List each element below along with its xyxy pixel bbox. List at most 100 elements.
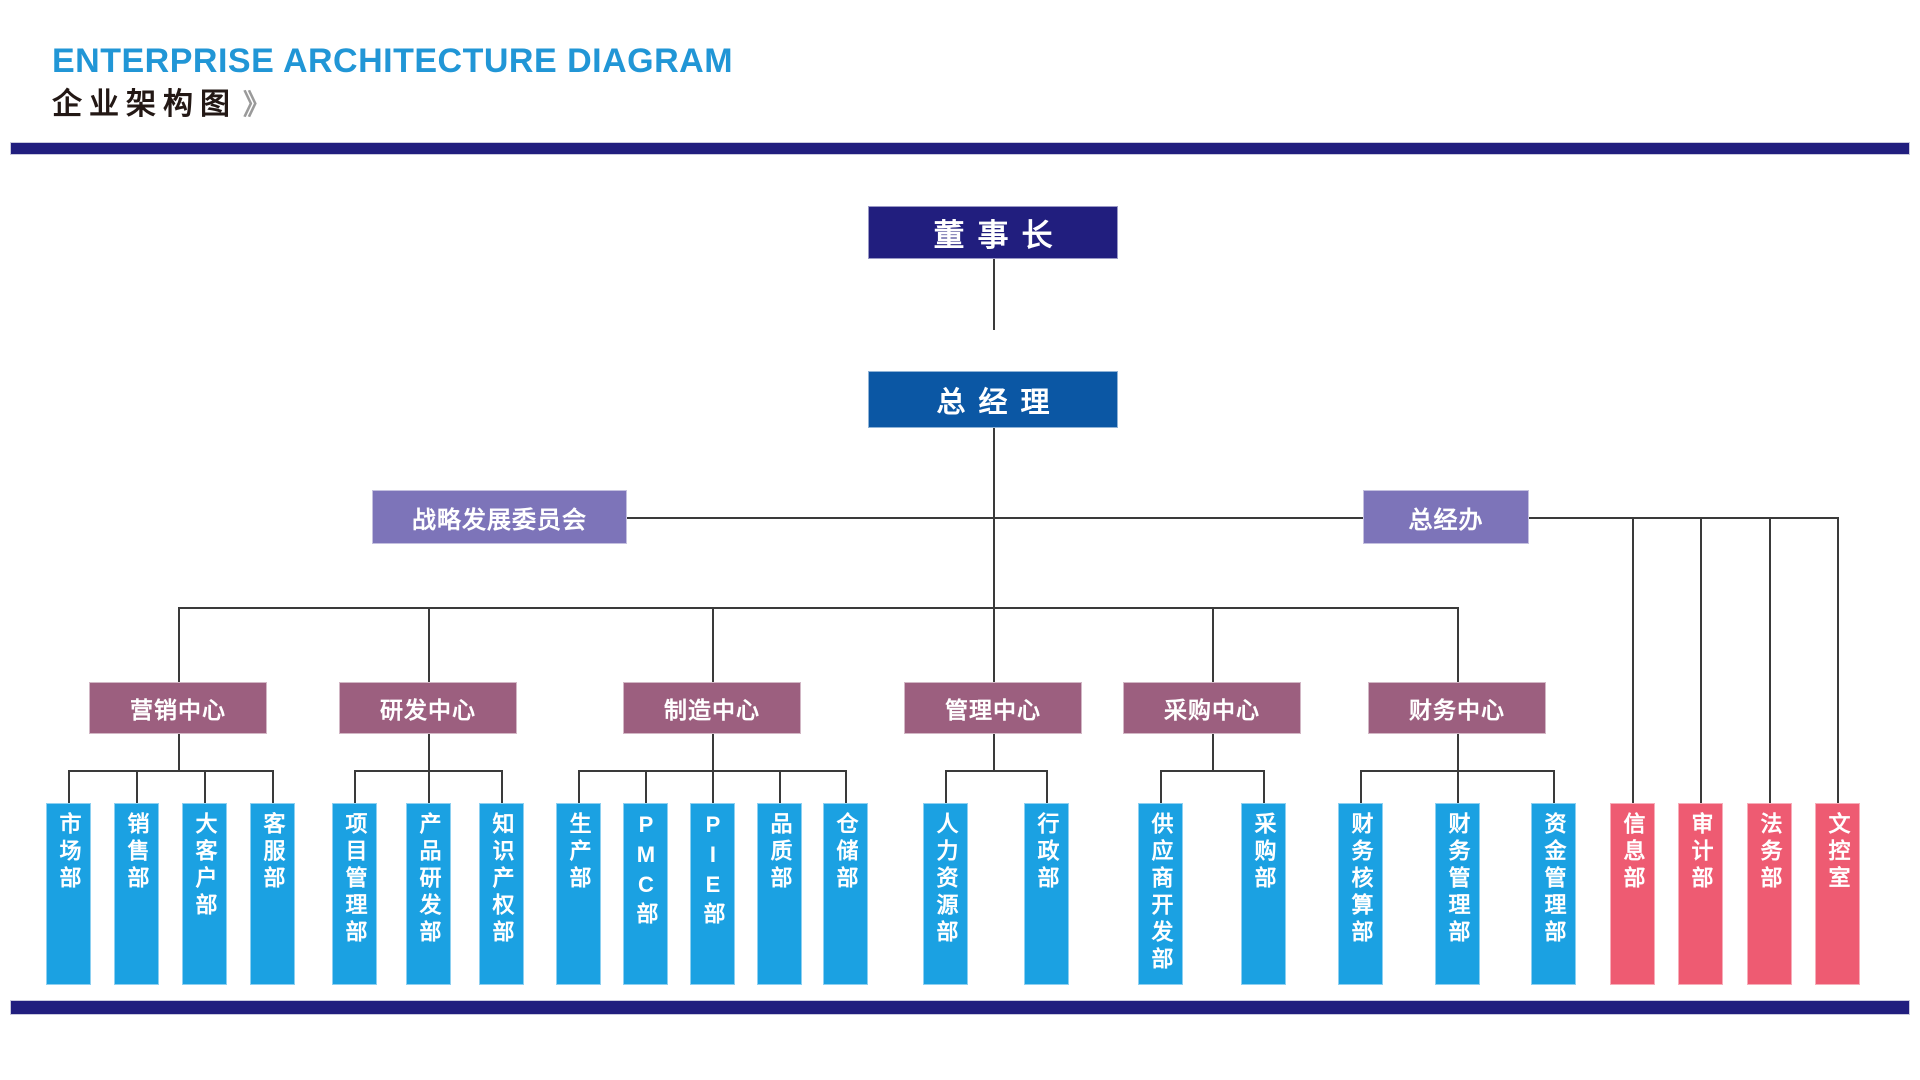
node-dept-customer-service-label: 客服部 <box>260 812 286 893</box>
drop-audit <box>1700 517 1702 804</box>
node-dept-pie[interactable]: PIE部 <box>690 803 735 985</box>
node-dept-market-label: 市场部 <box>56 812 82 893</box>
spine-management-depts <box>945 770 1047 772</box>
connector-management-stub <box>993 734 995 771</box>
node-dept-doc-control[interactable]: 文控室 <box>1815 803 1860 985</box>
page-header: ENTERPRISE ARCHITECTURE DIAGRAM 企业架构图 》 <box>52 42 734 122</box>
drop-hr <box>945 770 947 804</box>
drop-production <box>578 770 580 804</box>
node-dept-admin[interactable]: 行政部 <box>1024 803 1069 985</box>
node-dept-pmc[interactable]: PMC部 <box>623 803 668 985</box>
drop-quality <box>779 770 781 804</box>
node-dept-procurement[interactable]: 采购部 <box>1241 803 1286 985</box>
node-dept-sales[interactable]: 销售部 <box>114 803 159 985</box>
connector-center-rd <box>428 607 430 682</box>
node-dept-project-management[interactable]: 项目管理部 <box>332 803 377 985</box>
drop-pie <box>712 770 714 804</box>
drop-fin-management <box>1457 770 1459 804</box>
node-center-marketing-label: 营销中心 <box>130 697 226 723</box>
node-dept-information-label: 信息部 <box>1620 812 1646 893</box>
connector-center-manufacturing <box>712 607 714 682</box>
node-dept-hr-label: 人力资源部 <box>933 812 959 947</box>
drop-customer-service <box>272 770 274 804</box>
node-center-rd-label: 研发中心 <box>380 697 476 723</box>
connector-marketing-stub <box>178 734 180 771</box>
drop-legal <box>1769 517 1771 804</box>
node-dept-procurement-label: 采购部 <box>1251 812 1277 893</box>
drop-accounting <box>1360 770 1362 804</box>
node-dept-audit-label: 审计部 <box>1688 812 1714 893</box>
drop-procurement <box>1263 770 1265 804</box>
drop-pmc <box>645 770 647 804</box>
connector-committee-spine <box>627 517 1838 519</box>
connector-center-management <box>993 607 995 682</box>
node-dept-quality[interactable]: 品质部 <box>757 803 802 985</box>
node-gm-office-label: 总经办 <box>1408 506 1484 534</box>
node-dept-supplier-dev-label: 供应商开发部 <box>1148 812 1174 974</box>
node-dept-pmc-label: PMC部 <box>633 812 659 929</box>
node-dept-product-rd[interactable]: 产品研发部 <box>406 803 451 985</box>
node-dept-information[interactable]: 信息部 <box>1610 803 1655 985</box>
node-strategy-committee[interactable]: 战略发展委员会 <box>372 490 627 544</box>
connector-centers-spine <box>178 607 1458 609</box>
node-dept-product-rd-label: 产品研发部 <box>416 812 442 947</box>
connector-purchasing-stub <box>1212 734 1214 771</box>
drop-market <box>68 770 70 804</box>
spine-marketing-depts <box>68 770 273 772</box>
node-center-marketing[interactable]: 营销中心 <box>89 682 267 734</box>
node-center-finance[interactable]: 财务中心 <box>1368 682 1546 734</box>
node-dept-customer-service[interactable]: 客服部 <box>250 803 295 985</box>
node-strategy-committee-label: 战略发展委员会 <box>412 506 587 534</box>
node-dept-sales-label: 销售部 <box>124 812 150 893</box>
node-dept-key-account[interactable]: 大客户部 <box>182 803 227 985</box>
node-dept-hr[interactable]: 人力资源部 <box>923 803 968 985</box>
node-dept-audit[interactable]: 审计部 <box>1678 803 1723 985</box>
connector-center-marketing <box>178 607 180 682</box>
connector-rd-stub <box>428 734 430 771</box>
drop-information <box>1632 517 1634 804</box>
node-dept-accounting-label: 财务核算部 <box>1348 812 1374 947</box>
node-dept-production[interactable]: 生产部 <box>556 803 601 985</box>
node-dept-legal-label: 法务部 <box>1757 812 1783 893</box>
node-dept-quality-label: 品质部 <box>767 812 793 893</box>
node-dept-fund-management[interactable]: 资金管理部 <box>1531 803 1576 985</box>
node-gm-office[interactable]: 总经办 <box>1363 490 1529 544</box>
node-dept-key-account-label: 大客户部 <box>192 812 218 920</box>
node-general-manager[interactable]: 总经理 <box>868 371 1118 428</box>
footer-divider-bar <box>10 1000 1910 1015</box>
connector-finance-stub <box>1457 734 1459 771</box>
node-dept-warehouse[interactable]: 仓储部 <box>823 803 868 985</box>
node-dept-accounting[interactable]: 财务核算部 <box>1338 803 1383 985</box>
node-dept-pie-label: PIE部 <box>700 812 726 929</box>
node-center-purchasing-label: 采购中心 <box>1164 697 1260 723</box>
node-dept-ip[interactable]: 知识产权部 <box>479 803 524 985</box>
node-center-finance-label: 财务中心 <box>1409 697 1505 723</box>
node-center-purchasing[interactable]: 采购中心 <box>1123 682 1301 734</box>
chevron-double-right-icon: 》 <box>243 88 272 120</box>
node-dept-admin-label: 行政部 <box>1034 812 1060 893</box>
title-chinese: 企业架构图 <box>52 88 237 122</box>
node-chairman[interactable]: 董事长 <box>868 206 1118 259</box>
drop-ip <box>501 770 503 804</box>
drop-warehouse <box>845 770 847 804</box>
connector-gm-to-centers <box>993 517 995 609</box>
drop-doc-control <box>1837 517 1839 804</box>
drop-project-management <box>354 770 356 804</box>
node-center-management[interactable]: 管理中心 <box>904 682 1082 734</box>
node-dept-fin-management[interactable]: 财务管理部 <box>1435 803 1480 985</box>
drop-supplier-dev <box>1160 770 1162 804</box>
header-divider-bar <box>10 142 1910 155</box>
node-dept-supplier-dev[interactable]: 供应商开发部 <box>1138 803 1183 985</box>
node-dept-legal[interactable]: 法务部 <box>1747 803 1792 985</box>
drop-fund-management <box>1553 770 1555 804</box>
title-english: ENTERPRISE ARCHITECTURE DIAGRAM <box>52 42 734 80</box>
node-dept-market[interactable]: 市场部 <box>46 803 91 985</box>
node-center-rd[interactable]: 研发中心 <box>339 682 517 734</box>
node-dept-production-label: 生产部 <box>566 812 592 893</box>
node-chairman-label: 董事长 <box>933 218 1066 253</box>
spine-purchasing-depts <box>1160 770 1264 772</box>
node-center-manufacturing[interactable]: 制造中心 <box>623 682 801 734</box>
drop-admin <box>1046 770 1048 804</box>
node-center-management-label: 管理中心 <box>945 697 1041 723</box>
